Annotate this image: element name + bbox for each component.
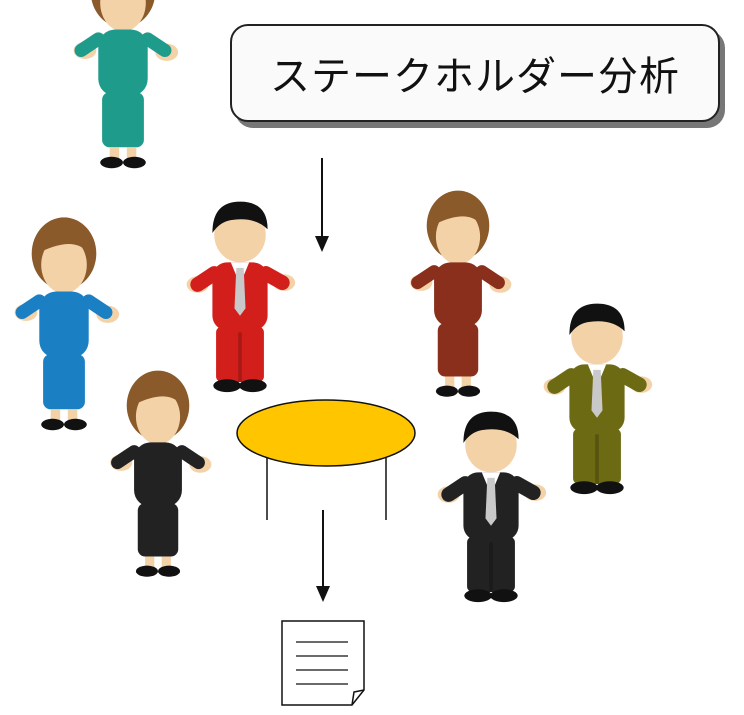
arrow-down-icon	[316, 510, 330, 602]
title-box: ステークホルダー分析	[230, 24, 720, 122]
person-icon	[544, 304, 653, 494]
title-label: ステークホルダー分析	[270, 54, 680, 100]
person-icon	[187, 202, 296, 392]
arrow-down-icon	[315, 158, 329, 252]
table-icon	[236, 399, 416, 520]
person-icon	[410, 191, 511, 397]
person-icon	[15, 217, 120, 430]
person-icon	[438, 412, 547, 602]
document-icon	[281, 620, 365, 706]
person-icon	[110, 371, 211, 577]
person-icon	[74, 0, 179, 168]
